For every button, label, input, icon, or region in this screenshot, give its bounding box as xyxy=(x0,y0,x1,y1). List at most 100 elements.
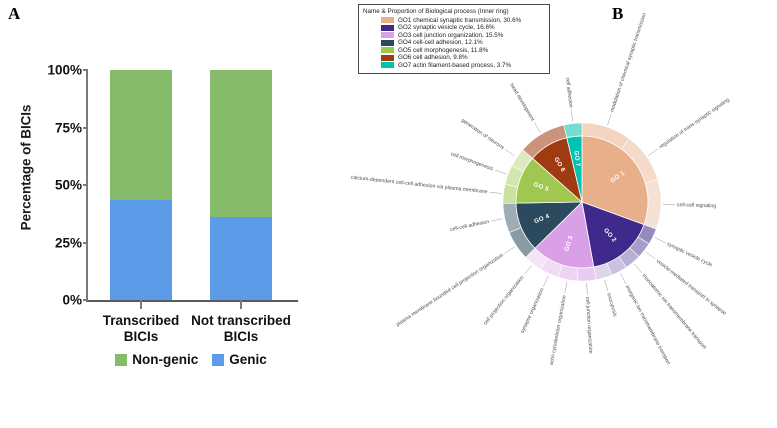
legend-swatch xyxy=(381,54,394,61)
y-tick-mark xyxy=(83,184,88,186)
leader-line xyxy=(505,149,516,157)
y-tick-label: 100% xyxy=(47,62,82,78)
sunburst-legend: Name & Proportion of Biological process … xyxy=(358,4,550,74)
legend-item-non-genic[interactable]: Non-genic xyxy=(115,352,198,367)
legend-label: GO6 cell adhesion, 9.8% xyxy=(398,54,468,61)
leader-line xyxy=(504,246,515,254)
legend-item[interactable]: GO1 chemical synaptic transmission, 30.6… xyxy=(381,17,545,24)
legend-item[interactable]: GO3 cell junction organization, 15.5% xyxy=(381,32,545,39)
y-tick-label: 50% xyxy=(54,177,82,193)
outer-ring-label: exocytosis xyxy=(605,292,618,317)
bar-segment-non-genic[interactable] xyxy=(210,70,272,218)
outer-ring-label: calcium-dependent cell-cell adhesion via… xyxy=(350,175,488,196)
panel-b-letter: B xyxy=(612,4,624,23)
bar-chart-legend: Non-genic Genic xyxy=(86,352,296,367)
sunburst-outer-segment[interactable] xyxy=(502,183,519,204)
legend-swatch xyxy=(115,353,128,366)
legend-label: Genic xyxy=(229,352,267,367)
legend-label: Non-genic xyxy=(132,352,199,367)
legend-title: Name & Proportion of Biological process … xyxy=(363,8,509,15)
legend-item[interactable]: GO7 actin filament-based process, 3.7% xyxy=(381,62,545,69)
sunburst-outer-segment[interactable] xyxy=(576,266,597,282)
outer-ring-label: generation of neurons xyxy=(460,118,505,152)
inner-ring-go-label: GO 7 xyxy=(572,150,581,167)
x-tick-mark xyxy=(240,300,242,309)
outer-ring-label: synapse organization xyxy=(520,287,546,334)
x-tick-mark xyxy=(140,300,142,309)
legend-swatch xyxy=(381,17,394,23)
panel-a-letter: A xyxy=(8,4,21,23)
legend-item[interactable]: GO2 synaptic vesicle cycle, 16.6% xyxy=(381,24,545,31)
leader-line xyxy=(620,273,627,285)
y-tick-mark xyxy=(83,126,88,129)
outer-ring-label: cell morphogenesis xyxy=(450,151,494,172)
panel-b-sunburst-chart: B Name & Proportion of Biological proces… xyxy=(306,0,777,428)
bar-segment-non-genic[interactable] xyxy=(110,70,172,200)
sunburst-outer-segment[interactable] xyxy=(563,122,583,139)
sunburst-inner-segment-go7[interactable] xyxy=(566,135,583,203)
outer-ring-label: regulation of trans-synaptic signaling xyxy=(658,97,731,150)
outer-ring-label: modulation of chemical synaptic transmis… xyxy=(609,12,647,113)
legend-label: GO5 cell morphogenesis, 11.8% xyxy=(398,46,489,54)
y-tick-label: 25% xyxy=(54,235,82,250)
legend-label: GO4 cell-cell adhesion, 12.1% xyxy=(398,39,483,46)
leader-line xyxy=(490,218,503,222)
leader-line xyxy=(570,109,573,122)
outer-ring-label: actin cytoskeleton organization xyxy=(549,295,568,366)
legend-item[interactable]: GO4 cell-cell adhesion, 12.1% xyxy=(381,39,545,46)
outer-ring-label: cell junction organization xyxy=(584,297,593,354)
outer-ring-label: cell-cell adhesion xyxy=(450,219,490,233)
y-tick-label: 0% xyxy=(62,292,82,308)
leader-line xyxy=(543,275,549,287)
y-tick-mark xyxy=(83,69,88,71)
legend-item[interactable]: GO5 cell morphogenesis, 11.8% xyxy=(381,47,545,54)
y-tick-mark xyxy=(83,299,88,301)
outer-ring-label: monoatomic ion transmembrane transport xyxy=(641,273,708,351)
leader-line xyxy=(564,281,568,294)
bar-segment-genic[interactable] xyxy=(210,217,272,300)
legend-item[interactable]: GO6 cell adhesion, 9.8% xyxy=(381,54,545,61)
leader-line xyxy=(586,282,588,295)
legend-swatch xyxy=(381,24,394,31)
outer-ring-label: synaptic vesicle cycle xyxy=(666,241,713,268)
outer-ring-label: cell projection organization xyxy=(483,275,526,327)
legend-label: GO3 cell junction organization, 15.5% xyxy=(398,31,504,39)
legend-label: GO1 chemical synaptic transmission, 30.6… xyxy=(398,16,522,24)
leader-line xyxy=(494,169,507,175)
leader-line xyxy=(633,263,643,274)
outer-ring-label: vesicle-mediated transport in synapse xyxy=(655,258,727,316)
legend-swatch xyxy=(381,32,394,38)
legend-label: GO7 actin filament-based process, 3.7% xyxy=(398,61,512,69)
legend-swatch xyxy=(381,62,394,68)
inner-ring-go-label: GO 3 xyxy=(563,235,575,253)
y-axis-label: Percentage of BICIs xyxy=(18,104,34,231)
y-tick-mark xyxy=(83,241,88,244)
leader-line xyxy=(523,265,532,275)
leader-line xyxy=(604,279,609,292)
y-tick-label: 75% xyxy=(54,120,82,135)
leader-line xyxy=(648,148,659,156)
outer-ring-label: head development xyxy=(508,83,535,123)
leader-line xyxy=(645,251,656,260)
leader-line xyxy=(607,113,612,126)
outer-ring-label: cell-cell signaling xyxy=(677,202,716,209)
legend-item-genic[interactable]: Genic xyxy=(212,352,267,367)
outer-ring-label: cell adhesion xyxy=(564,77,573,108)
legend-rows: GO1 chemical synaptic transmission, 30.6… xyxy=(363,17,545,69)
legend-swatch xyxy=(381,47,394,53)
leader-line xyxy=(654,237,666,244)
bar-segment-genic[interactable] xyxy=(110,199,172,300)
legend-swatch xyxy=(381,39,394,46)
legend-swatch xyxy=(212,353,225,366)
leader-line xyxy=(533,122,541,133)
legend-label: GO2 synaptic vesicle cycle, 16.6% xyxy=(398,24,495,31)
leader-line xyxy=(489,191,502,194)
sunburst-inner-segment-go1[interactable] xyxy=(581,135,649,226)
